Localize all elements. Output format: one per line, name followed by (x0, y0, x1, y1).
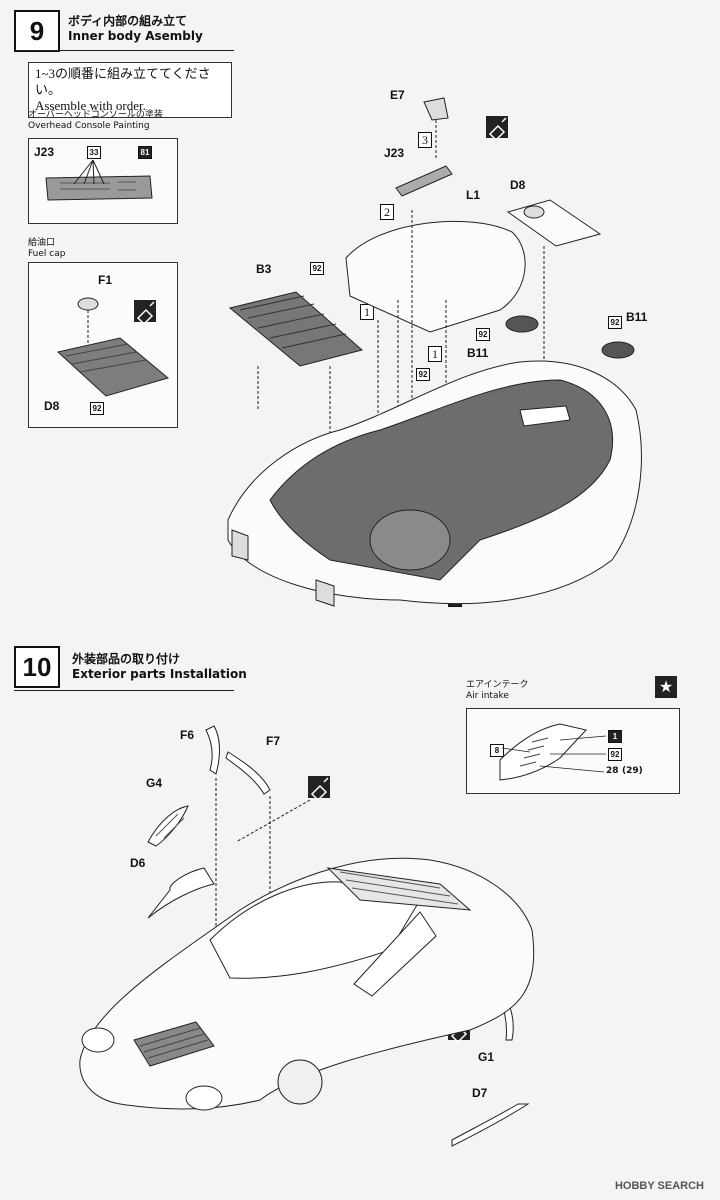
badge-33: 33 (87, 146, 101, 159)
overhead-console-caption: オーバーヘッドコンソールの塗装 Overhead Console Paintin… (28, 110, 163, 131)
label-f7: F7 (266, 734, 281, 748)
badge-81-box: 81 (138, 146, 152, 159)
step-10-header-line (14, 690, 234, 691)
sequence-1-right: 1 (428, 346, 442, 362)
air-badge-8: 8 (490, 744, 504, 757)
badge-92-body: 92 (416, 368, 430, 381)
step-10-title-en: Exterior parts Installation (72, 667, 247, 681)
fuel-cap-caption: 給油口 Fuel cap (28, 238, 66, 259)
assembly-order-note: 1~3の順番に組み立ててください。 Assemble with order. (28, 62, 232, 118)
air-badge-92: 92 (608, 748, 622, 761)
label-b3: B3 (256, 262, 272, 276)
watermark: HOBBY SEARCH (614, 1180, 704, 1192)
label-d8: D8 (510, 178, 526, 192)
step-10-number: 10 (14, 646, 60, 688)
label-g4: G4 (146, 776, 163, 790)
step-9-header-line (14, 50, 234, 51)
note-en: Assemble with order. (35, 98, 146, 113)
badge-92-b11-left: 92 (476, 328, 490, 341)
sequence-2: 2 (380, 204, 394, 220)
label-f6: F6 (180, 728, 195, 742)
label-l1: L1 (466, 188, 481, 202)
step-10-title-jp: 外装部品の取り付け (72, 652, 181, 666)
air-label-28: 28 (606, 766, 619, 776)
label-g1: G1 (478, 1050, 495, 1064)
air-label-29: (29) (622, 766, 643, 776)
label-d6: D6 (130, 856, 146, 870)
badge-92-b3: 92 (310, 262, 324, 275)
label-f1: F1 (98, 273, 113, 287)
sequence-1-left: 1 (360, 304, 374, 320)
star-icon: ★ (655, 676, 677, 698)
step-9-title-en: Inner body Asembly (68, 29, 203, 43)
label-b11-left: B11 (467, 346, 489, 360)
step-9-title-jp: ボディ内部の組み立て (68, 14, 188, 28)
sequence-3: 3 (418, 132, 432, 148)
step-9-title: ボディ内部の組み立て Inner body Asembly (68, 14, 203, 44)
badge-92-b11-right: 92 (608, 316, 622, 329)
badge-92-fuel: 92 (90, 402, 104, 415)
air-intake-caption: エアインテーク Air intake (466, 680, 529, 701)
label-j23-box: J23 (34, 145, 55, 159)
label-d7: D7 (472, 1086, 488, 1100)
label-e7: E7 (390, 88, 405, 102)
air-badge-1: 1 (608, 730, 622, 743)
label-d8-box: D8 (44, 399, 60, 413)
step-10-title: 外装部品の取り付け Exterior parts Installation (72, 652, 247, 682)
label-j23: J23 (384, 146, 405, 160)
label-b11-right: B11 (626, 310, 648, 324)
step-9-number: 9 (14, 10, 60, 52)
note-jp: 1~3の順番に組み立ててください。 (35, 66, 211, 97)
